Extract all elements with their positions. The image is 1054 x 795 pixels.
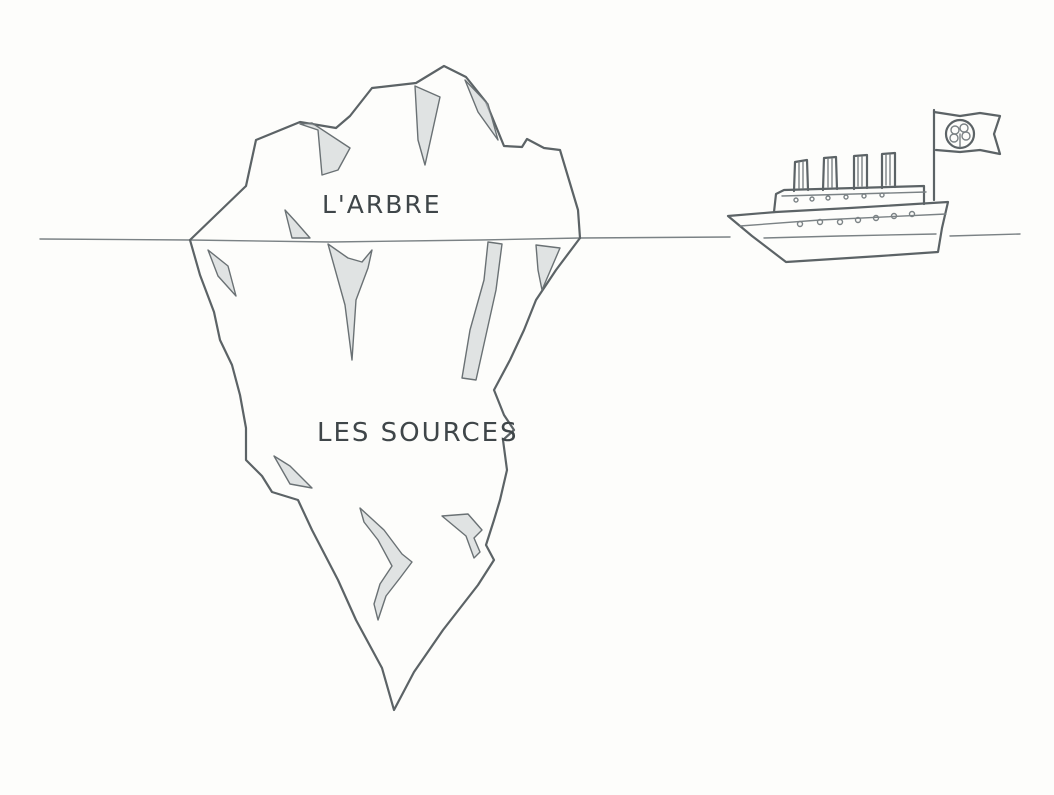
iceberg-facet bbox=[414, 85, 441, 166]
iceberg-facet bbox=[284, 209, 311, 239]
ship-waterline bbox=[763, 233, 937, 239]
iceberg-facet bbox=[273, 455, 313, 489]
iceberg-facet bbox=[327, 243, 373, 361]
iceberg-facet bbox=[535, 244, 561, 291]
ship-funnel bbox=[792, 158, 810, 193]
iceberg-above-label: L'ARBRE bbox=[322, 190, 442, 219]
iceberg-tip bbox=[188, 64, 582, 242]
water-line bbox=[39, 233, 1021, 243]
ship-funnel bbox=[852, 153, 869, 191]
ship-funnel bbox=[821, 155, 839, 192]
iceberg-facet bbox=[207, 249, 237, 297]
iceberg-facet bbox=[461, 241, 503, 381]
iceberg-facet bbox=[359, 507, 413, 621]
tree-icon bbox=[944, 118, 976, 150]
ship-funnels bbox=[792, 151, 897, 193]
iceberg-below-label: LES SOURCES bbox=[317, 418, 519, 448]
ship-portholes bbox=[793, 192, 916, 228]
ship-deck-line bbox=[739, 213, 947, 227]
ship-hull bbox=[726, 200, 950, 264]
ship-funnel bbox=[880, 151, 897, 190]
ship-cabin-top bbox=[781, 191, 927, 197]
iceberg-facet bbox=[464, 79, 499, 141]
iceberg-facet bbox=[441, 513, 483, 559]
iceberg-base bbox=[188, 236, 582, 712]
iceberg-facet bbox=[299, 122, 351, 176]
flag bbox=[932, 110, 1002, 156]
